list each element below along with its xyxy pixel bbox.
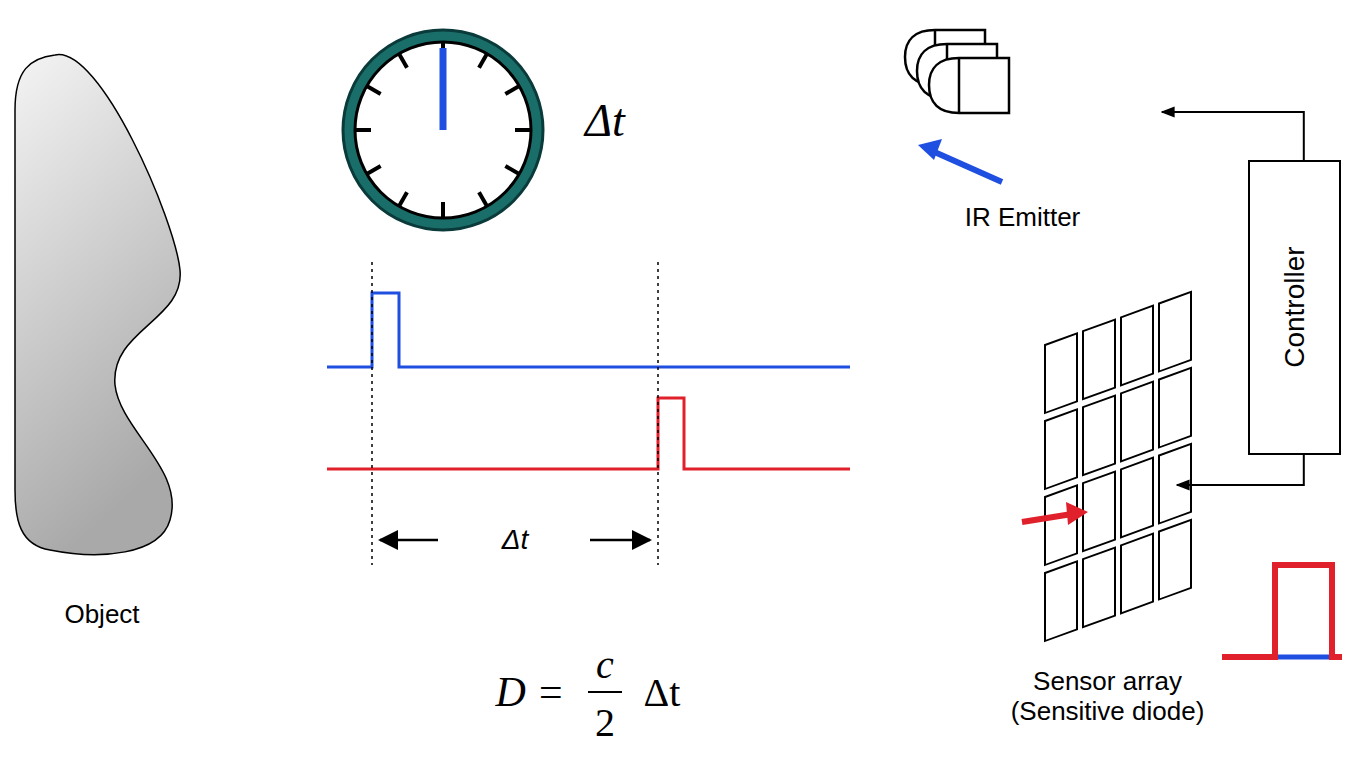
node-label: Object (64, 600, 139, 630)
formula-denominator: 2 (592, 699, 618, 746)
node-label: IR Emitter (965, 203, 1081, 233)
timing-diagram (327, 262, 850, 565)
controller-box: Controller (1248, 160, 1341, 455)
formula-lhs: D = (492, 668, 567, 716)
sensor-grid (1045, 292, 1191, 641)
clock (343, 30, 543, 230)
node-label: Sensor array (Sensitive diode) (993, 667, 1223, 727)
ir-emitter-symbol (905, 30, 1009, 113)
pulse-icon (1222, 565, 1342, 657)
node-label: Controller (1278, 247, 1310, 368)
reflected-ray-head (1066, 502, 1088, 525)
fraction-bar (588, 691, 622, 693)
reflected-ray (1022, 514, 1072, 522)
control-wire (1177, 455, 1304, 485)
object-shape (15, 55, 180, 555)
emitted-ray-head (918, 139, 942, 160)
sensor-array-node: Sensor array (Sensitive diode) (1040, 290, 1175, 655)
formula-delta-t: Δt (641, 669, 684, 716)
control-wire (1162, 112, 1304, 160)
interval-label: Δt (499, 524, 532, 556)
formula-numerator: c (593, 641, 617, 688)
clock-delta-t: Δt (582, 94, 628, 147)
object-node: Object (12, 45, 192, 560)
pulse-icon-base (1278, 655, 1329, 660)
emitted-ray (930, 150, 1002, 182)
ir-emitter-node: IR Emitter (885, 25, 1160, 185)
